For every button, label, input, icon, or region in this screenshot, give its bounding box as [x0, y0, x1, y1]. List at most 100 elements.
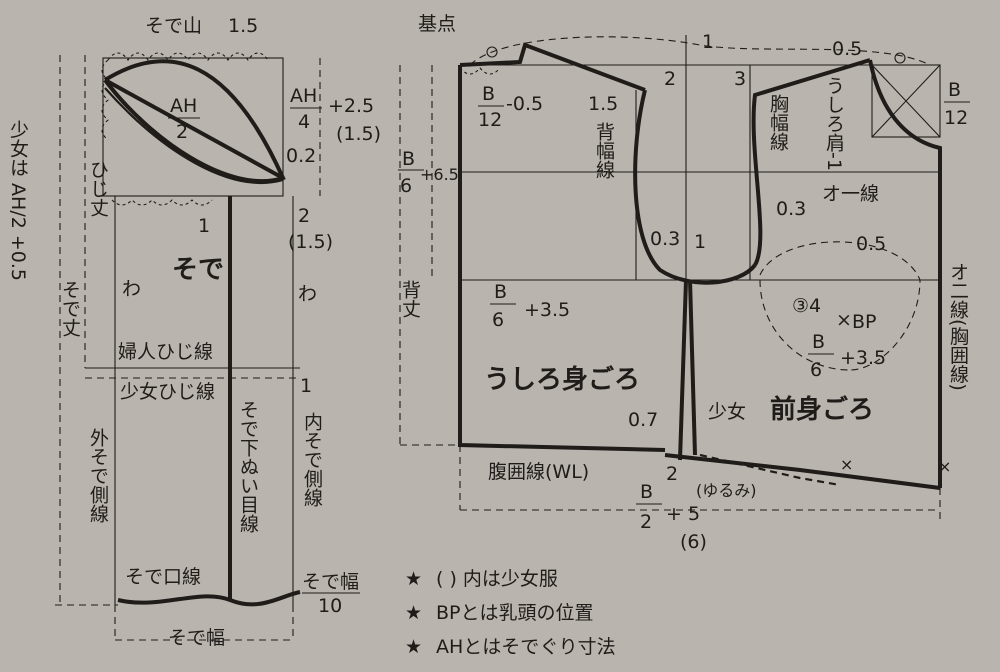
front-b6-den: 6: [810, 359, 822, 381]
val-0-2: 0.2: [286, 145, 316, 167]
front-neck: [868, 59, 942, 488]
ah-quarter-den: 4: [298, 111, 310, 133]
back-neck-scallop: [459, 67, 501, 75]
val-0-7: 0.7: [628, 409, 658, 431]
cap-lower-curve: [104, 87, 284, 184]
sleeve-draft: [55, 52, 321, 641]
val-1-elbow: 1: [300, 375, 312, 397]
b12-left-minus: -0.5: [506, 93, 543, 115]
girls-elbow-label: 少女ひじ線: [120, 381, 215, 403]
b12-left-num: B: [482, 83, 495, 105]
upper-dashed-arc: [469, 36, 931, 66]
total-plus: + 5: [666, 503, 700, 525]
note-1: ( ) 内は少女服: [436, 568, 558, 590]
val-2-bottom: 2: [666, 463, 678, 485]
ah-quarter-plus: +2.5: [328, 95, 374, 117]
val-1-mid: 1: [694, 231, 706, 253]
bp-marker: ×: [836, 309, 852, 331]
back-b6-plus: +3.5: [524, 299, 570, 321]
wa-right: わ: [298, 283, 317, 305]
bp-num: ③4: [792, 295, 821, 317]
val-0-3-left: 0.3: [650, 228, 680, 250]
shoulder-point-mark: [894, 52, 906, 64]
back-b6-den: 6: [492, 309, 504, 331]
val-1-5: 1.5: [588, 93, 618, 115]
base-point-mark: [486, 46, 498, 58]
front-b6-num: B: [812, 331, 825, 353]
bp-label: BP: [852, 311, 877, 333]
cap-scallop-left: [101, 59, 109, 141]
note-star-3: ★: [405, 636, 422, 658]
ah-quarter-paren: (1.5): [336, 123, 381, 145]
ease-label: (ゆるみ): [696, 481, 757, 500]
b6-plus: +6.5: [420, 165, 459, 184]
outer-side-label: 外そで側線: [87, 428, 109, 523]
back-neck-shoulder: [459, 42, 646, 92]
womens-elbow-label: 婦人ひじ線: [118, 341, 213, 363]
note-3: AHとはそでぐり寸法: [436, 636, 616, 658]
front-b6-plus: +3.5: [840, 347, 886, 369]
val-2-paren: (1.5): [288, 231, 333, 253]
val-3: 3: [734, 68, 746, 90]
cuff-curve: [117, 590, 301, 607]
back-armhole: [633, 89, 757, 285]
val-0-3-right: 0.3: [776, 198, 806, 220]
ah-diagonal: [104, 78, 284, 180]
sleeve-cap-label: そで山: [145, 15, 202, 37]
sleeve-length-label: そで丈: [59, 280, 81, 337]
back-length-label: 背丈: [399, 280, 421, 318]
waist-line-label: 腹囲線(WL): [488, 461, 589, 483]
under-seam-label: そで下ぬい目線: [237, 400, 259, 533]
total-den: 2: [640, 511, 652, 533]
front-waist: [664, 453, 941, 490]
b12-right-num: B: [948, 79, 961, 101]
back-width-label: 背幅線: [593, 122, 615, 179]
back-shoulder-label: うしろ肩-1: [823, 76, 845, 171]
line-1-label: オ一線: [822, 183, 879, 205]
back-bodice-title: うしろ身ごろ: [484, 364, 640, 395]
line-2-label: オ二線(胸囲線): [947, 262, 969, 391]
val-2-top: 2: [664, 68, 676, 90]
elbow-length-label: ひじ丈: [87, 160, 109, 217]
back-side-seam: [678, 279, 688, 461]
val-2: 2: [298, 205, 310, 227]
back-b6-num: B: [494, 281, 507, 303]
girl-label: 少女: [708, 401, 746, 423]
val-1-left: 1: [198, 215, 210, 237]
cap-scallop-bottom: [111, 199, 213, 206]
val-0-5-top: 0.5: [832, 38, 862, 60]
note-2: BPとは乳頭の位置: [436, 602, 594, 624]
b6-den: 6: [400, 175, 412, 197]
wa-left: わ: [122, 278, 141, 300]
girl-waist: [699, 453, 841, 487]
base-point: 基点: [418, 13, 456, 35]
sleeve-cap-value: 1.5: [228, 15, 258, 37]
front-bodice-title: 前身ごろ: [770, 394, 874, 425]
front-side-seam: [688, 279, 697, 456]
ah-half-den: 2: [176, 121, 188, 143]
front-armhole: [751, 58, 871, 267]
cuff-width-num: そで幅: [302, 571, 359, 593]
chest-width-label: 胸幅線: [767, 94, 789, 151]
bodice-draft: [399, 35, 942, 520]
sleeve-title: そで: [172, 255, 224, 285]
b12-right-den: 12: [944, 107, 968, 129]
ah-half-num: AH: [170, 95, 197, 117]
waist-mark-right: ×: [938, 457, 951, 476]
total-paren: (6): [680, 531, 707, 553]
b6-num: B: [402, 148, 415, 170]
total-num: B: [640, 481, 653, 503]
ah-quarter-num: AH: [290, 85, 317, 107]
val-1-top: 1: [702, 31, 714, 53]
sleeve-width-label: そで幅: [168, 627, 225, 649]
girl-formula: 少女は AH/2 +0.5: [7, 120, 29, 281]
b12-left-den: 12: [478, 109, 502, 131]
inner-side-label: 内そで側線: [301, 412, 323, 507]
note-star-1: ★: [405, 568, 422, 590]
note-star-2: ★: [405, 602, 422, 624]
cuff-width-den: 10: [318, 595, 342, 617]
cap-scallop-top: [107, 52, 269, 61]
front-neck-box: [871, 64, 941, 138]
